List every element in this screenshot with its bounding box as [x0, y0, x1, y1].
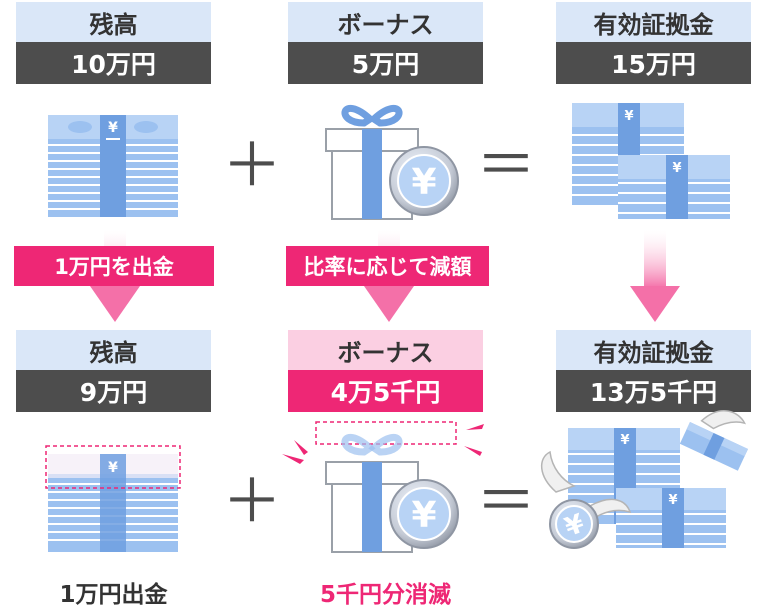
- plus-sign-bottom: ＋: [222, 467, 282, 537]
- cash-flying-away-icon: ¥ ¥ ¥: [541, 410, 749, 549]
- bottom-balance-label: 残高: [16, 330, 211, 370]
- cash-stack-pair-icon: ¥ ¥: [572, 103, 730, 219]
- svg-text:¥: ¥: [668, 493, 677, 508]
- lost-caption: 5千円分消滅: [319, 582, 451, 608]
- top-balance-label: 残高: [16, 2, 211, 42]
- bottom-bonus-label: ボーナス: [288, 330, 483, 370]
- svg-text:¥: ¥: [411, 162, 436, 203]
- svg-text:¥: ¥: [620, 433, 629, 448]
- svg-text:¥: ¥: [672, 161, 681, 176]
- arrow-down-right: [630, 230, 680, 322]
- equals-sign-bottom: ＝: [476, 467, 536, 537]
- withdraw-tag: 1万円を出金: [14, 246, 214, 286]
- svg-text:¥: ¥: [624, 109, 633, 124]
- plus-sign: ＋: [222, 131, 282, 201]
- svg-text:¥: ¥: [108, 460, 118, 476]
- gift-box-reduced-icon: ¥: [282, 421, 484, 553]
- reduce-tag: 比率に応じて減額: [286, 246, 489, 286]
- bottom-margin-label: 有効証拠金: [556, 330, 751, 370]
- svg-text:¥: ¥: [411, 495, 436, 536]
- top-bonus-value: 5万円: [288, 42, 483, 84]
- top-bonus-label: ボーナス: [288, 2, 483, 42]
- withdrawn-caption: 1万円出金: [59, 582, 168, 608]
- bottom-bonus-value: 4万5千円: [288, 370, 483, 412]
- cash-stack-reduced-icon: ¥: [45, 445, 181, 552]
- bottom-margin-value: 13万5千円: [556, 370, 751, 412]
- cash-stack-icon: ¥: [48, 115, 178, 217]
- svg-text:¥: ¥: [108, 120, 118, 136]
- gift-box-icon: ¥: [325, 104, 459, 220]
- top-balance-value: 10万円: [16, 42, 211, 84]
- top-margin-label: 有効証拠金: [556, 2, 751, 42]
- equals-sign: ＝: [476, 131, 536, 201]
- bottom-balance-value: 9万円: [16, 370, 211, 412]
- top-margin-value: 15万円: [556, 42, 751, 84]
